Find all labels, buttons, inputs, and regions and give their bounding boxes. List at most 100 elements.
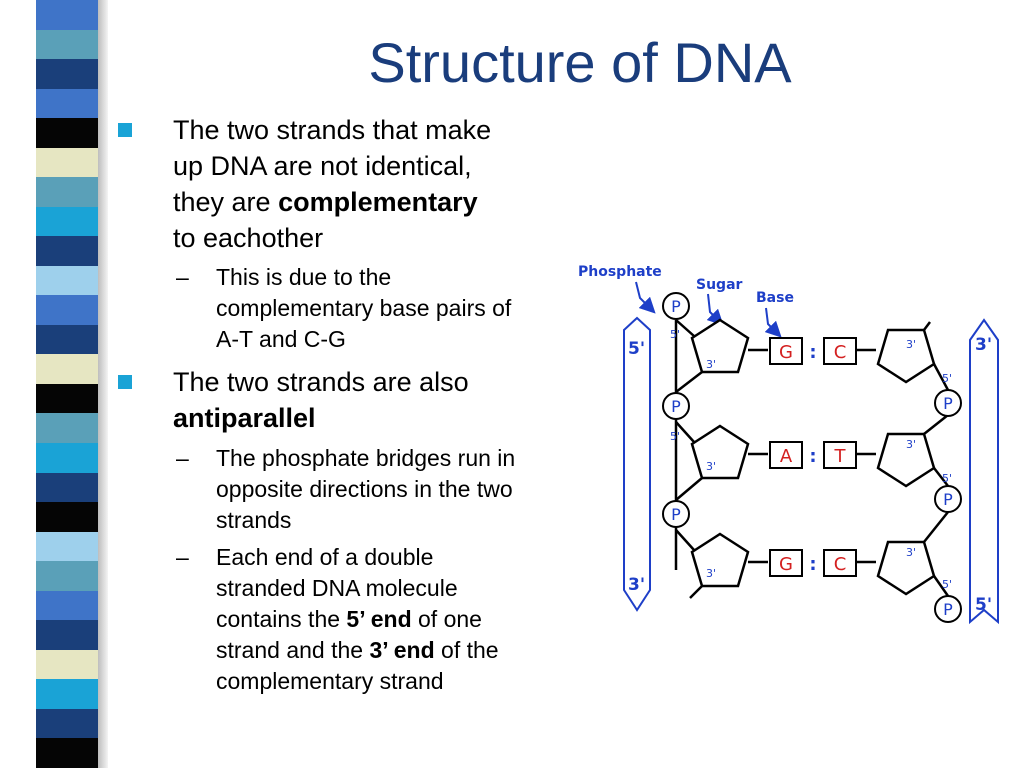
stripe-segment: [36, 0, 98, 30]
backbone-bond: [675, 477, 703, 501]
base-letter: C: [834, 342, 847, 363]
bullet-text-line: to eachother: [173, 223, 324, 253]
term-complementary: complementary: [278, 187, 478, 217]
backbone-bond: [923, 414, 949, 435]
base-label: Base: [756, 290, 794, 306]
base-box: [769, 337, 803, 365]
dash-marker: –: [176, 544, 189, 570]
three-prime-label: 3': [706, 358, 716, 371]
stripe-segment: [36, 236, 98, 266]
base-box: [823, 337, 857, 365]
sugar-pentagon: [876, 328, 936, 384]
term-5-prime-end: 5’ end: [346, 606, 412, 632]
stripe-segment: [36, 324, 98, 355]
stripe-segment: [36, 177, 98, 207]
five-prime-label: 5': [942, 372, 952, 385]
base-letter: C: [834, 554, 847, 575]
five-prime-label: 5': [942, 472, 952, 485]
stripe-segment: [36, 649, 98, 680]
sugar-pentagon: [690, 318, 750, 374]
stripe-segment: [36, 679, 98, 709]
base-box: [769, 549, 803, 577]
three-prime-label: 3': [906, 338, 916, 351]
phosphate-letter: P: [671, 397, 681, 416]
right-strand-5-prime: 5': [975, 595, 992, 615]
stripe-segment: [36, 620, 98, 650]
stripe-segment: [36, 561, 98, 591]
stripe-segment: [36, 708, 98, 739]
sub-bullet-line: A-T and C-G: [216, 326, 346, 352]
sub-bullet-line: complementary base pairs of: [216, 295, 512, 321]
stripe-segment: [36, 295, 98, 325]
stripe-segment: [36, 354, 98, 384]
sugar-pentagon: [690, 532, 750, 588]
stripe-segment: [36, 206, 98, 237]
stripe-segment: [36, 265, 98, 296]
backbone-bond: [689, 585, 703, 599]
stripe-segment: [36, 383, 98, 414]
bullet-square-icon: [118, 375, 132, 389]
three-prime-label: 3': [706, 460, 716, 473]
five-prime-label: 5': [670, 430, 680, 443]
three-prime-label: 3': [706, 567, 716, 580]
pair-separator: :: [809, 446, 816, 467]
stripe-segment: [36, 590, 98, 621]
bullet-text-line: they are complementary: [173, 187, 478, 217]
stripe-segment: [36, 531, 98, 562]
sub-bullet-line: Each end of a double: [216, 544, 434, 570]
backbone-bond: [932, 575, 950, 597]
sub-bullet-line: The phosphate bridges run in: [216, 445, 516, 471]
stripe-segment: [36, 502, 98, 532]
phosphate-letter: P: [943, 394, 953, 413]
term-3-prime-end: 3’ end: [369, 637, 435, 663]
base-letter: G: [779, 554, 793, 575]
right-strand-3-prime: 3': [975, 335, 992, 355]
stripe-segment: [36, 738, 98, 768]
stripe-bar-shadow: [98, 0, 108, 768]
backbone-bond: [675, 529, 695, 551]
sub-bullet-line: stranded DNA molecule: [216, 575, 458, 601]
sub-bullet-line: contains the 5’ end of one: [216, 606, 482, 632]
slide-title: Structure of DNA: [368, 31, 792, 94]
backbone-bond: [933, 467, 949, 487]
base-box: [769, 441, 803, 469]
base-letter: G: [779, 342, 793, 363]
stripe-segment: [36, 29, 98, 60]
base-box: [823, 441, 857, 469]
sugar-pointer-arrow: [706, 293, 724, 326]
bullet-text-line: antiparallel: [173, 400, 593, 436]
three-prime-label: 3': [906, 438, 916, 451]
phosphate-circle: [934, 485, 962, 513]
base-letter: T: [834, 446, 847, 467]
stripe-segment: [36, 413, 98, 443]
pair-separator: :: [809, 342, 816, 363]
decorative-stripe-bar: [36, 0, 98, 768]
three-prime-label: 3': [906, 546, 916, 559]
backbone-bond: [675, 421, 695, 443]
phosphate-label: Phosphate: [578, 264, 662, 280]
bullet-text-line: The two strands that make: [173, 115, 492, 145]
left-strand-arrow: [623, 316, 651, 612]
left-strand-3-prime: 3': [628, 575, 645, 595]
sub-bullet-line: opposite directions in the two: [216, 476, 513, 502]
phosphate-circle: [662, 500, 690, 528]
backbone-bond: [932, 363, 950, 391]
stripe-segment: [36, 88, 98, 119]
five-prime-label: 5': [670, 328, 680, 341]
bullet-text-line: The two strands are also: [173, 367, 469, 397]
stripe-segment: [36, 442, 98, 473]
stripe-segment: [36, 472, 98, 503]
backbone-bond: [675, 319, 695, 337]
base-box: [823, 549, 857, 577]
sugar-pentagon: [690, 424, 750, 480]
sugar-pentagon: [876, 540, 936, 596]
base-pointer-arrow: [764, 307, 782, 338]
phosphate-circle: [934, 389, 962, 417]
sub-bullet-line: strands: [216, 507, 292, 533]
bullet-text-line: up DNA are not identical,: [173, 151, 472, 181]
phosphate-letter: P: [671, 505, 681, 524]
phosphate-pointer-arrow: [635, 281, 656, 314]
term-antiparallel: antiparallel: [173, 403, 316, 433]
phosphate-letter: P: [943, 600, 953, 619]
sub-bullet-line: complementary strand: [216, 668, 444, 694]
